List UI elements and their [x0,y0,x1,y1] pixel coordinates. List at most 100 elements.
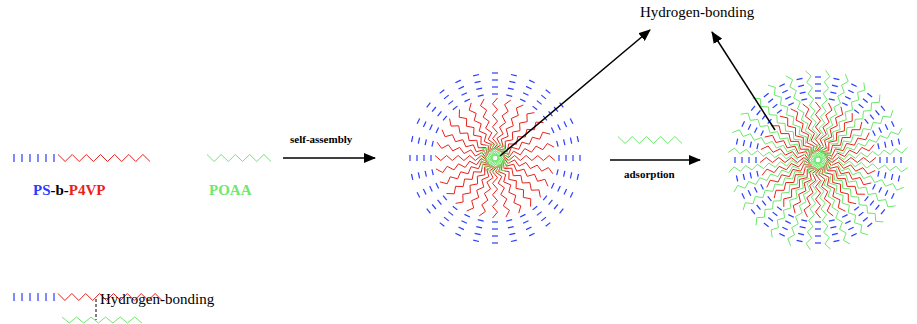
polymer-chain [523,93,528,96]
polymer-chain [788,103,793,106]
polymer-chain [784,168,815,207]
polymer-chain [757,171,758,177]
polymer-chain [742,193,745,198]
polymer-chain [455,233,460,236]
polymer-chain [805,71,817,141]
polymer-chain [881,209,885,214]
polymer-chain [425,139,426,145]
polymer-chain [21,293,22,301]
polymer-chain [416,155,417,161]
polymer-chain [859,104,864,108]
polymer-chain [786,76,812,142]
polymer-chain [867,93,872,97]
polymer-chain [543,196,547,201]
polymer-chain [836,128,902,154]
polymer-chain [529,233,534,236]
polymer-chain [774,167,813,198]
polymer-chain [865,196,869,201]
polymer-chain [444,217,449,221]
polymer-chain [475,81,481,82]
polymer-chain [564,122,567,127]
polymer-chain [508,88,514,89]
polymer-chain [885,124,888,129]
polymer-chain [830,227,836,228]
polymer-chain [798,233,804,234]
polymer-name: PS [33,182,51,198]
polymer-chain [863,99,868,103]
polymer-chain [773,104,778,108]
polymer-chain [867,223,872,227]
polymer-chain [879,157,880,163]
polymer-chain [743,174,744,180]
polymer-chain [881,106,885,111]
polymer-chain [845,97,850,100]
polymer-chain [834,240,840,241]
polymer-chain [475,233,481,234]
polymer-chain [879,187,882,192]
polymer-chain [412,136,413,142]
polymer-chain [773,212,778,216]
polymer-chain [533,206,538,210]
polymer-chain [473,240,479,241]
polymer-chain [423,122,426,127]
polymer-chain [425,171,426,177]
polymer-chain [845,221,850,224]
polymer-chain [815,228,821,229]
polymer-chain [838,160,908,172]
polymer-chain [734,166,800,192]
polymer-chain [729,160,799,172]
polymer-chain [541,217,546,221]
polymer-chain [423,155,424,161]
polymer-chain [440,90,445,94]
polymer-chain [838,164,904,190]
polymer-chain [757,143,758,149]
polymer-chain [476,88,482,89]
polymer-chain [815,221,821,222]
polymer-chain [557,169,558,175]
polymer-chain [13,293,14,301]
polymer-chain [891,174,892,180]
polymer-chain [526,227,531,230]
polymer-chain [453,206,458,210]
polymer-chain [53,154,54,162]
polymer-chain [751,209,755,214]
polymer-chain [496,165,510,217]
polymer-chain [842,103,847,106]
polymer-chain [511,240,517,241]
polymer-chain [803,153,816,161]
polymer-chain [878,143,879,149]
polymer-chain [37,154,38,162]
polymer-chain [207,155,271,162]
polymer-chain [554,204,558,209]
polymer-chain [430,125,433,130]
polymer-chain [768,218,773,222]
polymer-chain [900,157,901,163]
polymer-chain [870,201,874,206]
polymer-chain [750,142,751,148]
polymer-chain [815,90,821,91]
polymer-chain [492,86,498,87]
polymer-chain [436,128,439,133]
polymer-chain [62,317,142,323]
polymer-chain [570,192,573,197]
polymer-chain [423,189,426,194]
polymer-chain [462,93,467,96]
polymer-chain [815,83,821,84]
polymer-chain [579,155,580,161]
polymer-chain [440,223,445,227]
polymer-chain [863,218,868,222]
polymer-chain [541,95,546,99]
polymer-chain [465,214,470,217]
polymer-chain [418,172,419,178]
polymer-chain [782,227,787,230]
polymer-chain [800,227,806,228]
polymer-chain [732,130,798,156]
polymer-chain [838,147,908,159]
polymer-chain [748,157,749,163]
polymer-chain [755,187,758,192]
polymer-chain [829,220,835,221]
polymer-chain [572,155,573,161]
polymer-chain [826,163,865,194]
self-assembly-arrow [283,157,375,159]
